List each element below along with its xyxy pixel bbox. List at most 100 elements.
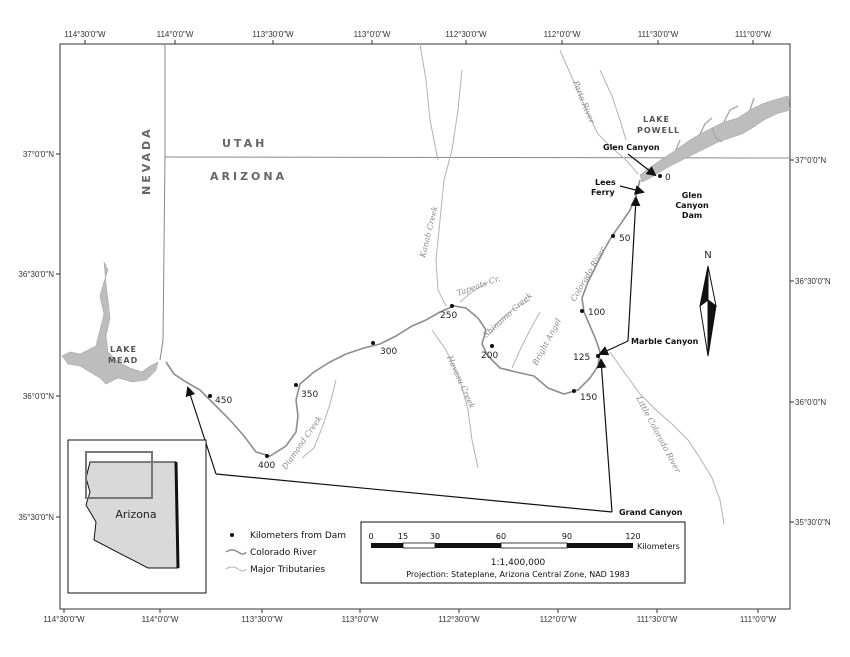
glen-canyon-arrow [627, 153, 657, 177]
kanab-creek-line [435, 69, 463, 307]
marble-canyon-label: Marble Canyon [631, 337, 699, 346]
top-lon-label: 114°30'0"W [64, 30, 106, 39]
km-label: 200 [481, 351, 498, 361]
legend: Kilometers from Dam Colorado River Major… [225, 531, 346, 575]
marble-canyon-arrow-2 [598, 340, 629, 356]
legend-tributary-icon [225, 566, 247, 572]
scale-tick: 90 [562, 532, 572, 541]
scale-tick: 60 [496, 532, 506, 541]
scale-bar [371, 542, 633, 549]
km-label: 0 [665, 173, 671, 183]
top-lon-label: 112°0'0"W [544, 30, 581, 39]
bottom-lon-label: 112°30'0"W [438, 615, 480, 624]
shinumo-line [489, 299, 531, 335]
bottom-lon-label: 114°0'0"W [142, 615, 179, 624]
grand-canyon-arrow-1 [596, 358, 613, 513]
legend-item: Kilometers from Dam [250, 531, 346, 541]
right-lat-label: 37°0'0"N [795, 156, 826, 165]
scale-ratio: 1:1,400,000 [491, 558, 546, 568]
colorado-river [165, 179, 641, 457]
inset-arizona-east-border [174, 461, 180, 569]
north-arrow-icon: N [699, 250, 717, 357]
left-lat-ticks [56, 153, 60, 518]
km-dot [658, 174, 662, 178]
glen-canyon-dam-label: Canyon [675, 201, 709, 210]
tapeats-line [459, 281, 489, 303]
km-label: 350 [301, 390, 318, 400]
km-dot [572, 389, 576, 393]
left-lat-label: 35°30'0"N [18, 513, 54, 522]
scale-unit: Kilometers [637, 542, 680, 551]
marble-canyon-arrow [627, 196, 641, 342]
tributaries [301, 43, 725, 525]
top-lon-label: 113°0'0"W [354, 30, 391, 39]
bottom-lon-label: 114°30'0"W [43, 615, 85, 624]
km-dot [450, 304, 454, 308]
bottom-lon-label: 113°0'0"W [342, 615, 379, 624]
right-lat-label: 36°0'0"N [795, 398, 826, 407]
top-lon-label: 112°30'0"W [445, 30, 487, 39]
right-lat-label: 36°30'0"N [795, 277, 831, 286]
km-dot [208, 394, 212, 398]
lees-ferry-label: Lees [595, 178, 616, 187]
projection-note: Projection: Stateplane, Arizona Central … [406, 570, 630, 579]
tributary-line [419, 43, 439, 161]
diamond-creek-line [301, 379, 337, 459]
little-colorado-line [609, 351, 725, 525]
km-label: 100 [588, 308, 605, 318]
legend-dot-icon [230, 533, 234, 537]
lake-mead [61, 261, 159, 385]
glen-canyon-dam-label: Dam [682, 211, 702, 220]
bright-angel-line [511, 311, 541, 369]
bottom-lon-label: 113°30'0"W [241, 615, 283, 624]
inset-extent-box [85, 451, 153, 499]
km-dot [490, 344, 494, 348]
km-label: 250 [440, 311, 457, 321]
bottom-lon-label: 111°0'0"W [740, 615, 777, 624]
legend-river-icon [225, 549, 247, 555]
bottom-lon-ticks [63, 609, 759, 613]
top-lon-label: 113°30'0"W [252, 30, 294, 39]
left-lat-label: 37°0'0"N [23, 150, 54, 159]
havasu-creek-line [431, 329, 479, 469]
glen-canyon-label: Glen Canyon [603, 143, 660, 152]
km-label: 400 [258, 461, 275, 471]
right-lat-label: 35°30'0"N [795, 518, 831, 527]
lees-ferry-arrow [619, 185, 645, 195]
km-label: 150 [580, 393, 597, 403]
left-lat-label: 36°30'0"N [18, 270, 54, 279]
arrows [185, 153, 657, 513]
lake-powell-label: LAKE [643, 115, 670, 124]
paria-river-line [559, 49, 639, 175]
grand-canyon-arrow-3 [185, 386, 217, 475]
north-label: N [704, 250, 711, 261]
nevada-arizona-border [159, 44, 166, 361]
top-lon-label: 114°0'0"W [157, 30, 194, 39]
state-label-arizona: ARIZONA [210, 170, 287, 183]
km-label: 300 [380, 347, 397, 357]
glen-canyon-dam-label: Glen [682, 191, 703, 200]
km-label: 125 [573, 353, 590, 363]
legend-item: Colorado River [250, 548, 317, 558]
state-label-nevada: NEVADA [140, 126, 153, 195]
km-dots [208, 174, 662, 458]
km-label: 50 [619, 234, 631, 244]
bottom-lon-label: 111°30'0"W [637, 615, 678, 624]
lake-powell [639, 95, 791, 183]
top-lon-label: 111°30'0"W [638, 30, 679, 39]
lake-powell-label: POWELL [637, 126, 680, 135]
km-dot [294, 383, 298, 387]
scale-box [360, 521, 686, 584]
inset-label: Arizona [115, 508, 156, 521]
km-label: 450 [215, 396, 232, 406]
top-lon-ticks [84, 40, 754, 44]
scale-tick: 0 [368, 532, 373, 541]
km-dot [371, 341, 375, 345]
km-dot [265, 454, 269, 458]
bottom-lon-label: 112°0'0"W [540, 615, 577, 624]
km-dot [580, 309, 584, 313]
scale-tick: 15 [398, 532, 408, 541]
km-dot [596, 354, 600, 358]
top-lon-label: 111°0'0"W [735, 30, 772, 39]
